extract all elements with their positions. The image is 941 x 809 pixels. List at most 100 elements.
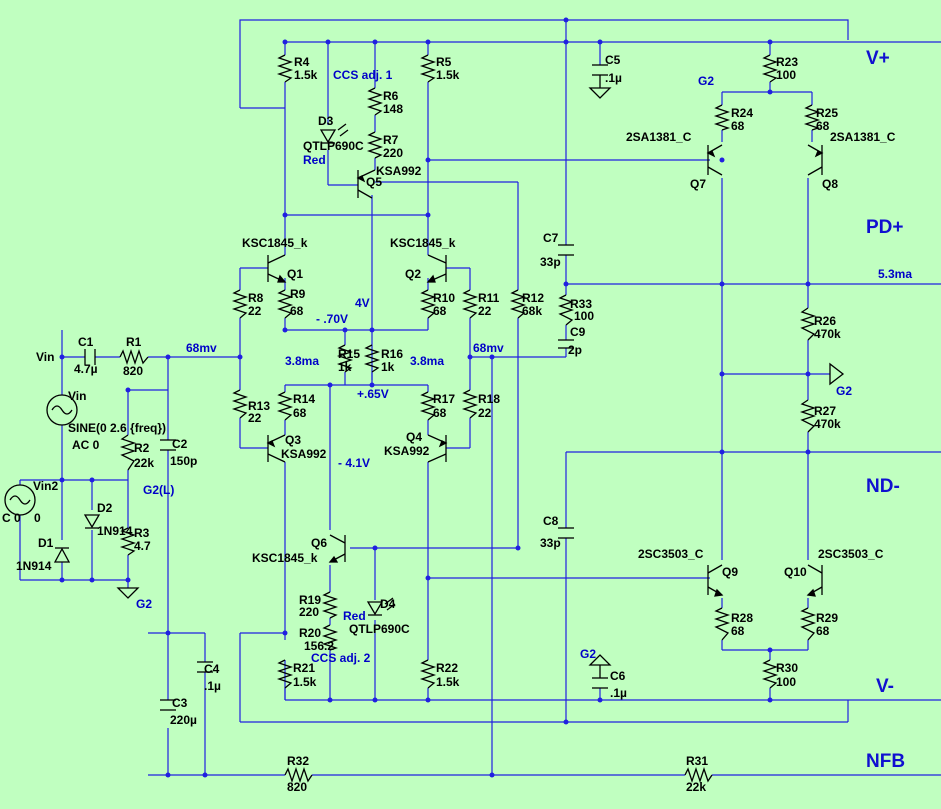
transistor-q10 [806,564,823,597]
rail-label-nfb: NFB [866,751,905,772]
vin2-source [4,484,36,516]
rail-label-pdplus: PD+ [866,217,904,238]
transistor-q9 [707,564,724,597]
transistor-q6 [328,534,346,563]
resistor-r7 [366,131,384,159]
label-r31-val: 22k [686,780,706,794]
resistor-r4 [276,54,294,83]
label-r4-val: 1.5k [294,68,318,82]
label-q6-val: KSC1845_k [252,551,318,565]
label-q2-val: KSC1845_k [390,236,456,250]
capacitor-c1 [84,349,96,365]
label-vin-src: Vin [68,389,86,403]
label-r33-val: 100 [574,309,594,323]
capacitor-c6 [592,665,608,689]
resistor-r1 [119,348,149,366]
label-r8-val: 22 [248,304,262,318]
transistor-q1 [267,254,287,283]
capacitor-c2 [160,439,176,451]
label-q10-ref: Q10 [784,565,807,579]
label-r16-val: 1k [381,360,395,374]
label-r26-val: 470k [814,327,841,341]
label-r31-ref: R31 [686,754,708,768]
label-r22-ref: R22 [436,661,458,675]
label-r30-ref: R30 [776,661,798,675]
ground-symbol-in [116,587,140,599]
label-r17-val: 68 [433,406,447,420]
rail-label-ndminus: ND- [866,476,900,497]
resistor-r33 [557,294,575,326]
label-q1-ref: Q1 [287,267,303,281]
label-q7-ref: Q7 [690,177,706,191]
label-r21-val: 1.5k [293,675,317,689]
capacitor-c3 [160,699,176,711]
resistor-r12 [509,289,527,319]
label-c5-ref: C5 [605,53,621,67]
label-c1-val: 4.7µ [74,362,98,376]
component-labels: R4 1.5k R5 1.5k R6 148 R7 220 D3 QTLP690… [16,53,896,794]
label-r3-val: 4.7 [134,539,151,553]
resistor-r19 [321,591,339,619]
label-d4-color: Red [343,609,366,623]
resistor-r2 [119,434,137,471]
annotation-ccs1: CCS adj. 1 [333,68,393,82]
label-r15-ref: R15 [338,347,360,361]
label-q2-ref: Q2 [405,267,421,281]
resistor-r26 [799,307,817,341]
annotation-5-3ma: 5.3ma [878,267,912,281]
label-vin2-src: Vin2 [33,479,58,493]
label-c2-ref: C2 [172,437,188,451]
label-r23-val: 100 [776,68,796,82]
annotation-68mv-right: 68mv [473,341,504,355]
annotation-plus-065v: +.65V [357,387,389,401]
label-r19-val: 220 [299,605,319,619]
resistor-r3 [119,527,137,556]
resistor-r10 [419,289,437,319]
capacitor-c8 [558,527,574,539]
label-q9-ref: Q9 [722,565,738,579]
label-r6-val: 148 [383,102,403,116]
label-c7-ref: C7 [543,231,559,245]
label-q4-val: KSA992 [384,444,430,458]
junction-dots [59,17,811,778]
label-r5-ref: R5 [436,55,452,69]
label-r13-val: 22 [248,411,262,425]
capacitor-c9 [558,339,574,349]
label-r19-ref: R19 [299,593,321,607]
label-vin2-a: C 0 [2,511,21,525]
label-d4-val: QTLP690C [349,622,410,636]
label-d2-ref: D2 [97,501,113,515]
rail-label-vplus: V+ [866,48,890,69]
label-r21-ref: R21 [293,661,315,675]
ground-symbols [116,87,845,666]
label-c2-val: 150p [170,454,197,468]
resistor-r16 [363,344,381,373]
resistor-r15 [336,344,354,373]
annotation-3-8ma-left: 3.8ma [285,354,319,368]
source-symbols [4,394,78,516]
label-r29-ref: R29 [816,611,838,625]
label-r28-ref: R28 [731,611,753,625]
label-r7-ref: R7 [383,133,399,147]
transistor-q3 [266,434,286,463]
label-r22-val: 1.5k [436,675,460,689]
label-c3-val: 220µ [170,713,197,727]
label-r2-ref: R2 [134,441,150,455]
capacitor-c4 [197,661,213,673]
label-d3-ref: D3 [318,114,334,128]
label-r29-val: 68 [816,624,830,638]
label-r8-ref: R8 [248,291,264,305]
diode-d2 [83,514,101,529]
label-r6-ref: R6 [383,89,399,103]
label-r17-ref: R17 [433,392,455,406]
label-d1-ref: D1 [38,536,54,550]
label-d4-ref: D4 [380,597,396,611]
label-d2-val: 1N914 [97,524,133,538]
label-r9-ref: R9 [290,287,306,301]
label-c8-ref: C8 [543,514,559,528]
label-r7-val: 220 [383,146,403,160]
label-r20-ref: R20 [299,626,321,640]
label-d1-val: 1N914 [16,559,52,573]
label-r16-ref: R16 [381,347,403,361]
